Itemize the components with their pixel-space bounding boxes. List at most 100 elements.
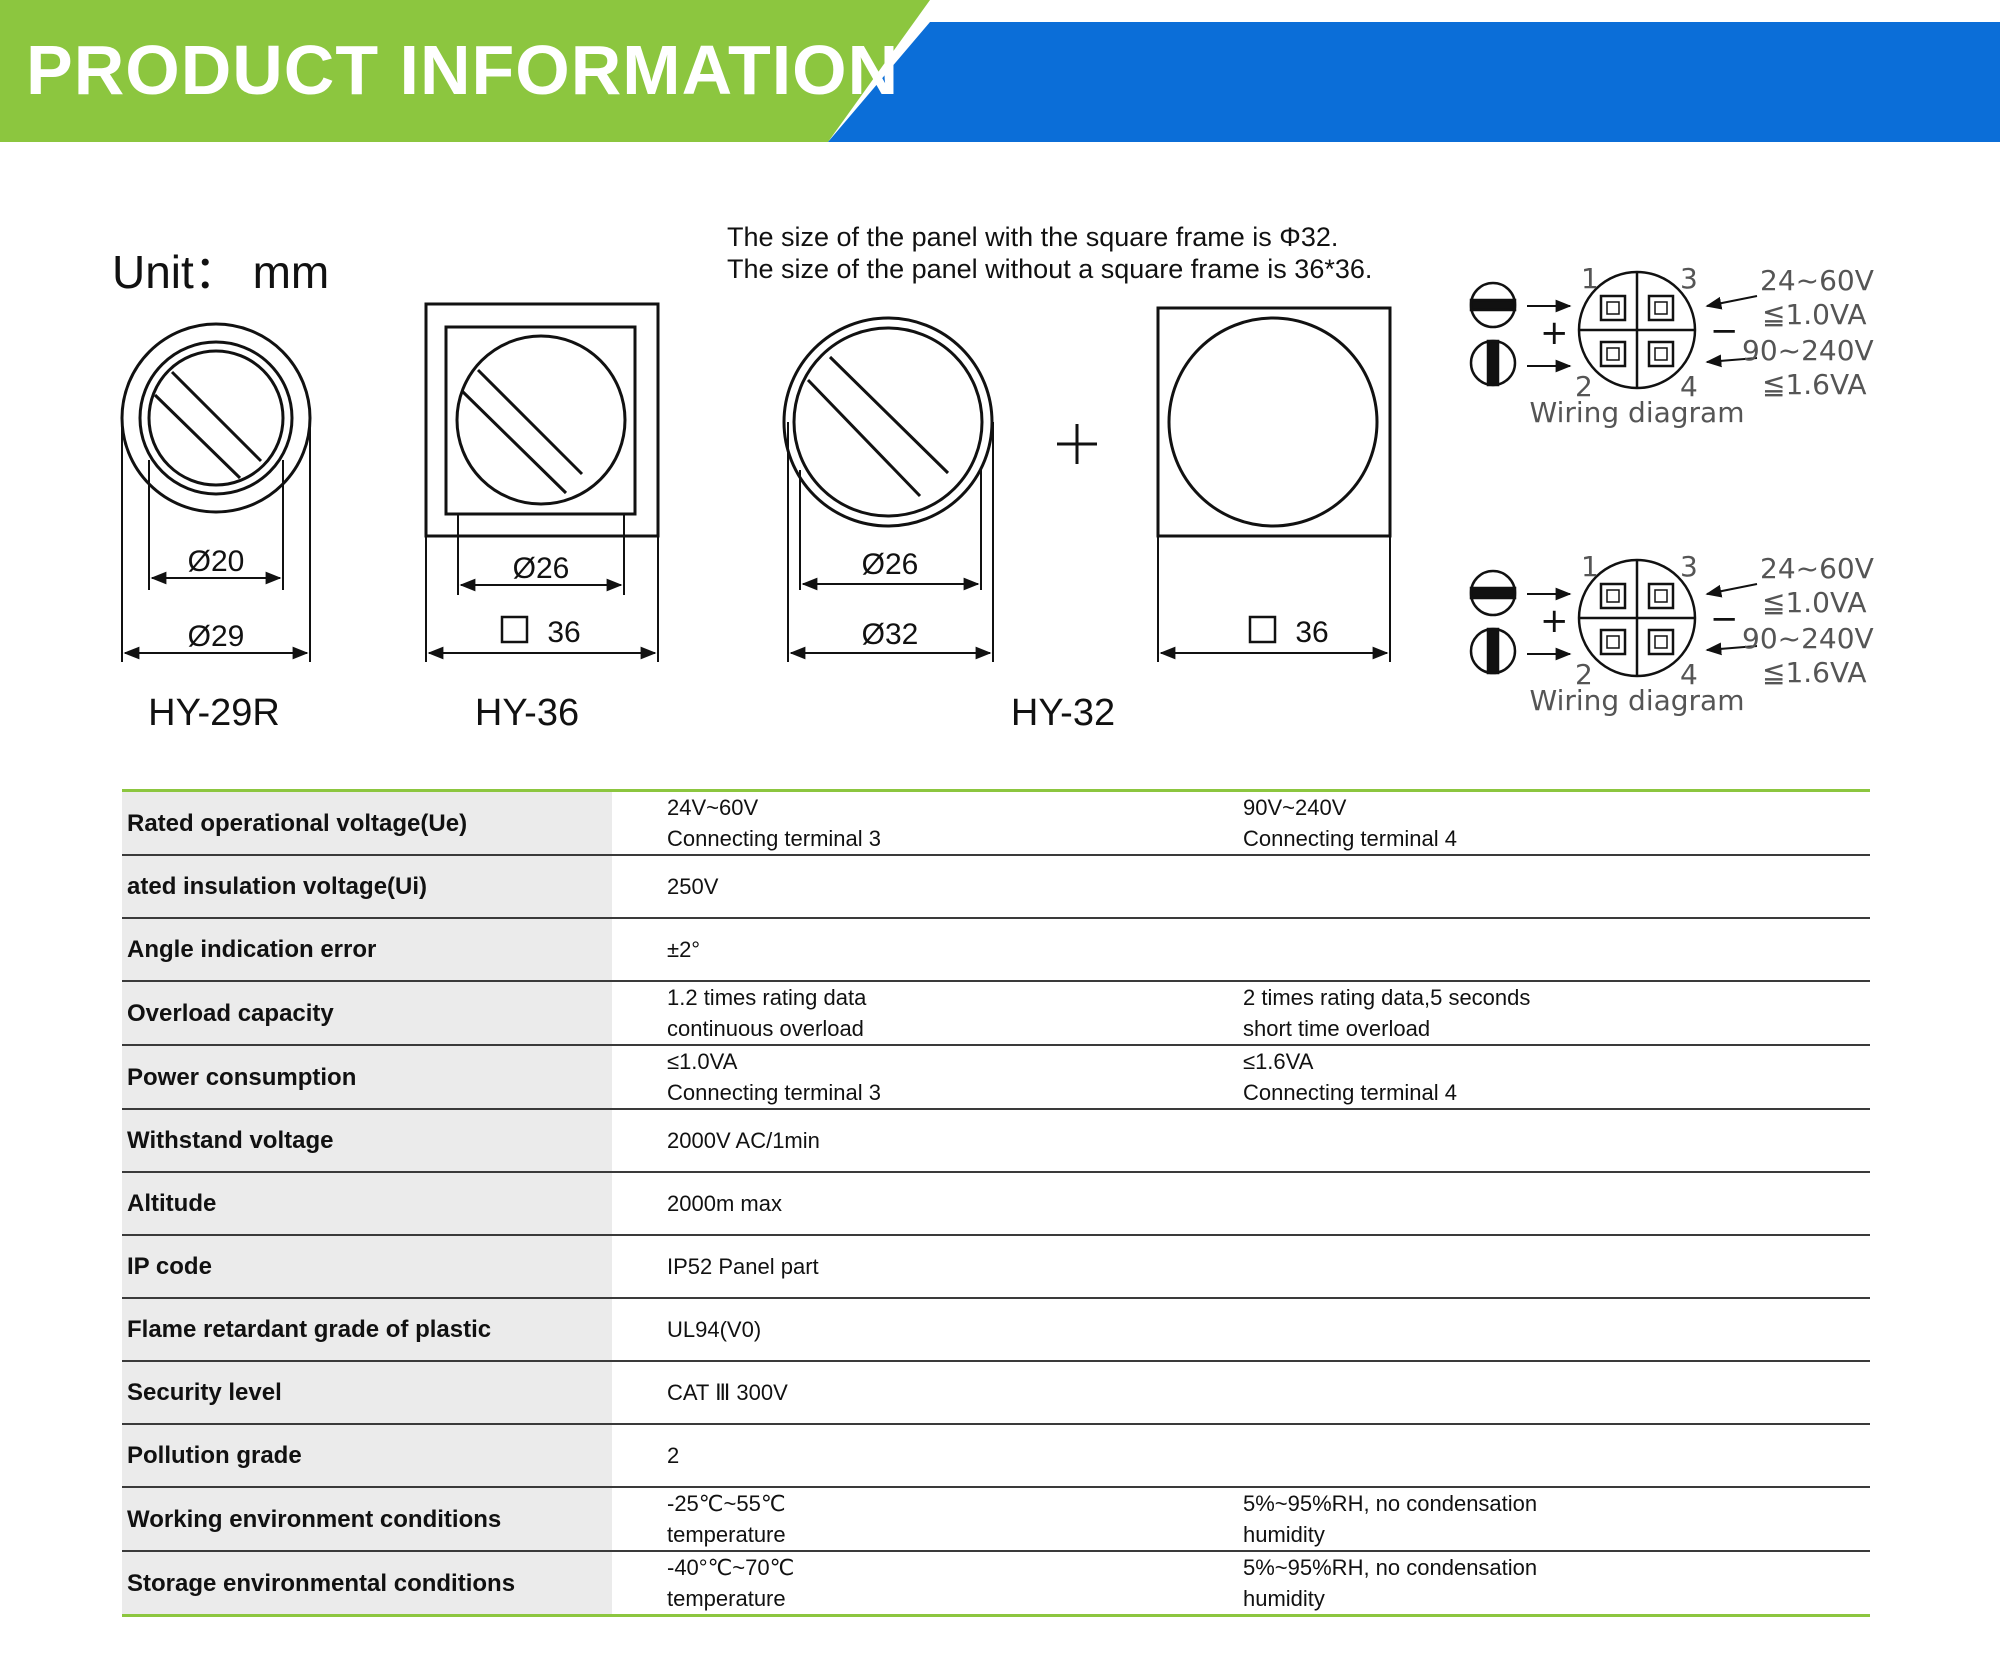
model-label-hy-29r: HY-29R bbox=[148, 692, 280, 734]
page-title: PRODUCT INFORMATION bbox=[26, 31, 900, 109]
value-line: 5%~95%RH, no condensation bbox=[1243, 1491, 1538, 1516]
value-secondary: 5%~95%RH, no condensation humidity bbox=[1243, 1487, 1870, 1552]
value-primary: 24V~60V Connecting terminal 3 bbox=[612, 790, 1243, 856]
panel-note-line-1: The size of the panel with the square fr… bbox=[727, 222, 1339, 252]
value-line: -40°℃~70℃ bbox=[667, 1555, 795, 1580]
terminal-1-label: 1 bbox=[1581, 550, 1599, 583]
value-primary: 2000V AC/1min bbox=[612, 1109, 1243, 1173]
param-name: ated insulation voltage(Ui) bbox=[122, 855, 612, 919]
low-voltage-label: 24~60V bbox=[1760, 552, 1874, 585]
plus-label: + bbox=[1540, 601, 1569, 641]
value-secondary bbox=[1243, 1109, 1870, 1173]
value-primary: -25℃~55℃ temperature bbox=[612, 1487, 1243, 1552]
value-line: 250V bbox=[667, 874, 719, 899]
hy-36-outer-dim: 36 bbox=[547, 616, 580, 649]
value-secondary bbox=[1243, 1424, 1870, 1488]
value-line: short time overload bbox=[1243, 1016, 1431, 1041]
minus-label: − bbox=[1710, 599, 1739, 639]
param-name: Storage environmental conditions bbox=[122, 1551, 612, 1616]
param-name: Power consumption bbox=[122, 1045, 612, 1110]
value-line: Connecting terminal 4 bbox=[1243, 1080, 1458, 1105]
low-power-label: ≦1.0VA bbox=[1762, 298, 1867, 331]
low-voltage-label: 24~60V bbox=[1760, 264, 1874, 297]
value-line: 1.2 times rating data bbox=[667, 985, 867, 1010]
wiring-caption: Wiring diagram bbox=[1530, 684, 1745, 717]
param-name: Angle indication error bbox=[122, 918, 612, 982]
unit-label: Unit： mm bbox=[112, 246, 330, 298]
value-secondary: ≤1.6VA Connecting terminal 4 bbox=[1243, 1045, 1870, 1110]
high-power-label: ≦1.6VA bbox=[1762, 656, 1867, 689]
plus-label: + bbox=[1540, 313, 1569, 353]
panel-note-line-2: The size of the panel without a square f… bbox=[727, 254, 1373, 284]
high-voltage-label: 90~240V bbox=[1742, 334, 1874, 367]
value-primary: 250V bbox=[612, 855, 1243, 919]
hy-29r-outer-dim: Ø29 bbox=[188, 620, 245, 653]
value-line: ≤1.6VA bbox=[1243, 1049, 1314, 1074]
value-line: Connecting terminal 3 bbox=[667, 826, 882, 851]
value-line: CAT Ⅲ 300V bbox=[667, 1380, 788, 1405]
hy-32-round-drawing bbox=[782, 316, 994, 662]
model-label-hy-32: HY-32 bbox=[1011, 692, 1115, 734]
wiring-diagram-bottom: 1 3 2 4 + − 24~60V ≦1.0VA 90~240V ≦1.6VA… bbox=[1469, 550, 1874, 717]
hy-32-frame-drawing bbox=[1156, 306, 1392, 662]
table-row: Withstand voltage 2000V AC/1min bbox=[122, 1109, 1870, 1173]
value-primary: IP52 Panel part bbox=[612, 1235, 1243, 1299]
high-voltage-label: 90~240V bbox=[1742, 622, 1874, 655]
model-label-hy-36: HY-36 bbox=[475, 692, 579, 734]
param-name: Pollution grade bbox=[122, 1424, 612, 1488]
value-line: continuous overload bbox=[667, 1016, 864, 1041]
banner-blue-band bbox=[828, 22, 2000, 142]
value-secondary bbox=[1243, 918, 1870, 982]
value-line: ±2° bbox=[667, 937, 701, 962]
value-secondary bbox=[1243, 855, 1870, 919]
param-name: Withstand voltage bbox=[122, 1109, 612, 1173]
banner-green-band bbox=[0, 0, 930, 142]
value-line: IP52 Panel part bbox=[667, 1254, 819, 1279]
param-name: Overload capacity bbox=[122, 981, 612, 1046]
minus-label: − bbox=[1710, 311, 1739, 351]
table-row: Security level CAT Ⅲ 300V bbox=[122, 1361, 1870, 1425]
table-row: Rated operational voltage(Ue) 24V~60V Conn… bbox=[122, 790, 1870, 856]
table-row: Working environment conditions -25℃~55℃ te… bbox=[122, 1487, 1870, 1552]
terminal-2-label: 2 bbox=[1575, 658, 1593, 691]
value-line: temperature bbox=[667, 1522, 786, 1547]
value-line: humidity bbox=[1243, 1522, 1325, 1547]
param-name: Altitude bbox=[122, 1172, 612, 1236]
value-line: Connecting terminal 3 bbox=[667, 1080, 882, 1105]
value-primary: UL94(V0) bbox=[612, 1298, 1243, 1362]
terminal-3-label: 3 bbox=[1680, 550, 1698, 583]
param-name: Rated operational voltage(Ue) bbox=[122, 790, 612, 856]
terminal-2-label: 2 bbox=[1575, 370, 1593, 403]
header-banner bbox=[0, 0, 2000, 142]
terminal-1-label: 1 bbox=[1581, 262, 1599, 295]
value-secondary bbox=[1243, 1172, 1870, 1236]
value-line: Connecting terminal 4 bbox=[1243, 826, 1458, 851]
value-line: temperature bbox=[667, 1586, 786, 1611]
table-row: Pollution grade 2 bbox=[122, 1424, 1870, 1488]
value-primary: 2000m max bbox=[612, 1172, 1243, 1236]
value-line: 2000V AC/1min bbox=[667, 1128, 820, 1153]
value-secondary bbox=[1243, 1235, 1870, 1299]
param-name: Working environment conditions bbox=[122, 1487, 612, 1552]
hy-29r-inner-dim: Ø20 bbox=[188, 545, 245, 578]
value-line: 2 bbox=[667, 1443, 680, 1468]
value-line: 24V~60V bbox=[667, 795, 759, 820]
param-name: Security level bbox=[122, 1361, 612, 1425]
hy-32-frame-dim: 36 bbox=[1295, 616, 1328, 649]
hy-36-inner-dim: Ø26 bbox=[513, 552, 570, 585]
value-primary: ±2° bbox=[612, 918, 1243, 982]
dimension-drawings: Ø20 Ø29 Ø26 36 Ø26 Ø32 36 HY-29R HY-36 H… bbox=[120, 262, 1874, 734]
value-secondary bbox=[1243, 1298, 1870, 1362]
value-primary: 2 bbox=[612, 1424, 1243, 1488]
value-primary: CAT Ⅲ 300V bbox=[612, 1361, 1243, 1425]
value-primary: 1.2 times rating data continuous overload bbox=[612, 981, 1243, 1046]
value-line: -25℃~55℃ bbox=[667, 1491, 786, 1516]
wiring-diagram-top: 1 3 2 4 + − 24~60V ≦1.0VA 90~240V ≦1.6VA… bbox=[1469, 262, 1874, 429]
table-row: Storage environmental conditions -40°℃~70… bbox=[122, 1551, 1870, 1616]
